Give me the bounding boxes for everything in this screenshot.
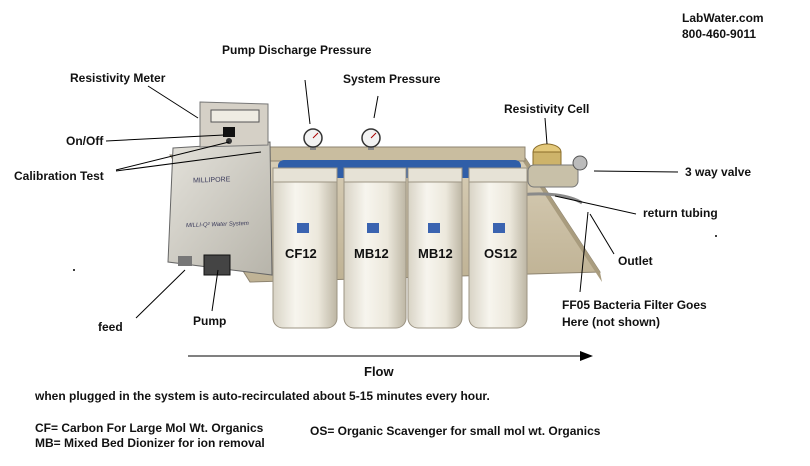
brand-site: LabWater.com bbox=[682, 11, 764, 25]
filter-label-1: CF12 bbox=[285, 246, 317, 261]
note-cf-definition: CF= Carbon For Large Mol Wt. Organics bbox=[35, 421, 264, 435]
filter-housing-1 bbox=[272, 167, 338, 329]
label-ff05-line1: FF05 Bacteria Filter Goes bbox=[562, 298, 707, 312]
label-ff05-line2: Here (not shown) bbox=[562, 315, 660, 329]
label-return-tubing: return tubing bbox=[643, 206, 718, 220]
note-recirculation: when plugged in the system is auto-recir… bbox=[35, 389, 490, 403]
filter-housing-4 bbox=[468, 167, 528, 329]
label-resistivity-meter: Resistivity Meter bbox=[70, 71, 166, 85]
label-pump: Pump bbox=[193, 314, 227, 328]
device-maker-label: MILLIPORE bbox=[192, 176, 231, 185]
label-resistivity-cell: Resistivity Cell bbox=[504, 102, 590, 116]
resistivity-cell bbox=[527, 143, 588, 188]
label-feed: feed bbox=[98, 320, 123, 334]
pump-assembly bbox=[178, 254, 231, 276]
system-pressure-gauge bbox=[361, 128, 381, 150]
flow-label: Flow bbox=[364, 364, 394, 379]
manifold-bar bbox=[264, 146, 526, 162]
filter-label-3: MB12 bbox=[418, 246, 453, 261]
label-system-pressure: System Pressure bbox=[343, 72, 441, 86]
label-three-way-valve: 3 way valve bbox=[685, 165, 752, 179]
filter-label-2: MB12 bbox=[354, 246, 389, 261]
flow-arrow bbox=[188, 351, 593, 361]
note-os-definition: OS= Organic Scavenger for small mol wt. … bbox=[310, 424, 601, 438]
filter-label-4: OS12 bbox=[484, 246, 518, 261]
label-outlet: Outlet bbox=[618, 254, 653, 268]
callout-lines bbox=[105, 79, 679, 319]
note-mb-definition: MB= Mixed Bed Dionizer for ion removal bbox=[35, 436, 265, 450]
control-unit bbox=[167, 101, 273, 276]
label-on-off: On/Off bbox=[66, 134, 104, 148]
filter-housing-2 bbox=[343, 167, 407, 329]
filter-housing-3 bbox=[407, 167, 463, 329]
brand-phone: 800-460-9011 bbox=[682, 27, 757, 41]
label-pump-discharge-pressure: Pump Discharge Pressure bbox=[222, 43, 372, 57]
label-calibration-test: Calibration Test bbox=[14, 169, 104, 183]
pump-discharge-gauge bbox=[303, 128, 323, 150]
